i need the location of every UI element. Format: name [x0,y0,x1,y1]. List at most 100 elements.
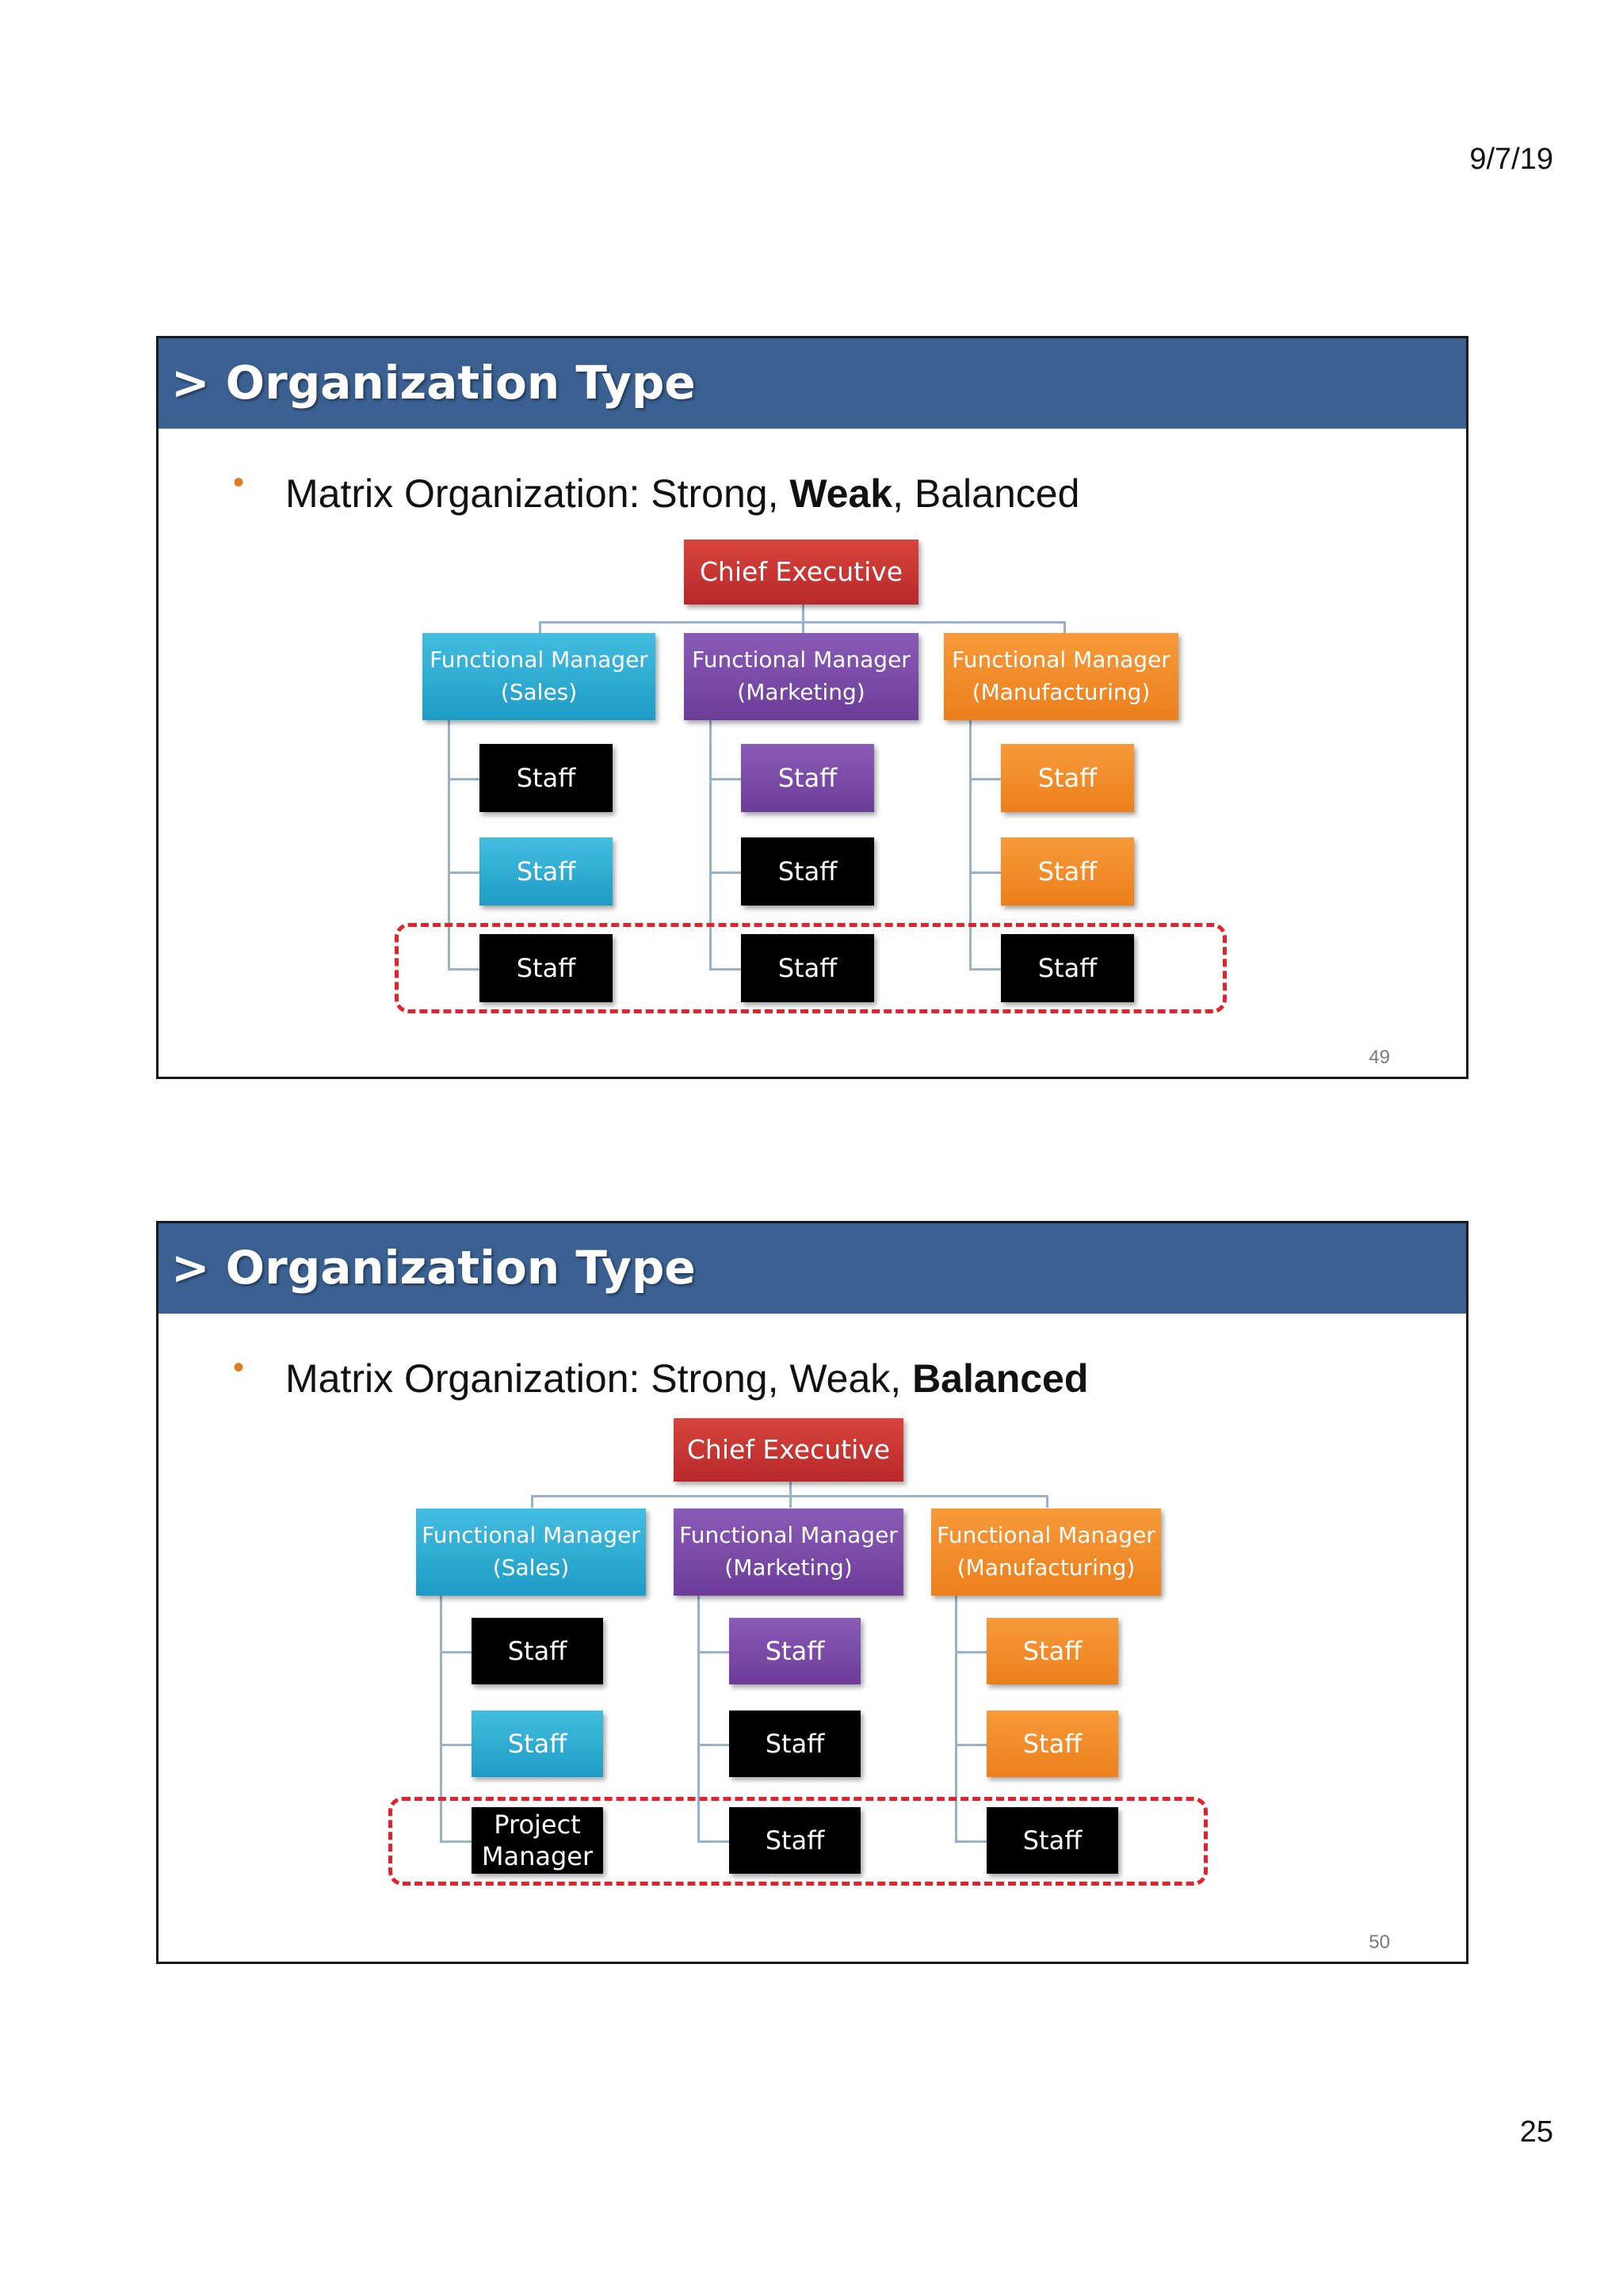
bullet-dot-icon: • [233,1350,245,1385]
connector [789,1481,792,1497]
connector-trunk-marketing [697,1596,700,1843]
connector [709,778,741,780]
slide-50: > Organization Type • Matrix Organizatio… [156,1221,1468,1964]
bullet-text-prefix: Matrix Organization: Strong, Weak, [285,1356,913,1401]
staff-box: Staff [729,1807,861,1874]
staff-label: Staff [507,1635,567,1666]
slide-number: 49 [1369,1047,1390,1068]
connector-trunk-manufacturing [969,720,972,971]
bullet-text: Matrix Organization: Strong, Weak, Balan… [285,1355,1088,1402]
staff-box: Staff [741,934,874,1002]
page-date: 9/7/19 [1469,143,1553,176]
connector [440,1651,472,1653]
staff-box: Staff [729,1711,861,1777]
manager-dept: (Sales) [492,1554,570,1581]
manager-title: Functional Manager [430,646,648,673]
staff-box: Staff [472,1711,603,1777]
bullet-text-bold: Balanced [912,1356,1089,1401]
staff-box: Staff [479,934,613,1002]
connector [955,1744,987,1746]
slide-header: > Organization Type [158,1223,1466,1314]
connector [955,1651,987,1653]
connector [969,871,1001,874]
connector [802,621,804,635]
staff-box: Staff [479,744,613,812]
chief-executive-box: Chief Executive [674,1418,903,1482]
connector-trunk-sales [448,720,450,971]
slide-title: > Organization Type [171,1241,696,1295]
staff-box: Staff [1001,837,1134,906]
manager-title: Functional Manager [679,1522,898,1549]
staff-label: Staff [507,1728,567,1759]
functional-manager-manufacturing-box: Functional Manager (Manufacturing) [944,633,1178,720]
connector-trunk-manufacturing [955,1596,957,1843]
connector [697,1651,729,1653]
connector [440,1744,472,1746]
staff-label: Staff [777,952,838,983]
project-manager-label-line: Project [494,1810,581,1840]
manager-title: Functional Manager [692,646,911,673]
staff-label: Staff [1037,952,1098,983]
functional-manager-sales-box: Functional Manager (Sales) [416,1508,646,1596]
chief-executive-box: Chief Executive [684,540,918,605]
chief-executive-label: Chief Executive [699,556,903,588]
connector-trunk-sales [440,1596,442,1843]
connector [802,604,804,623]
functional-manager-marketing-box: Functional Manager (Marketing) [674,1508,903,1596]
connector-trunk-marketing [709,720,712,971]
staff-label: Staff [777,762,838,793]
slide-header: > Organization Type [158,338,1466,429]
functional-manager-sales-box: Functional Manager (Sales) [422,633,655,720]
staff-label: Staff [516,856,576,887]
staff-label: Staff [765,1825,825,1855]
connector [709,968,741,971]
connector [539,621,541,635]
connector [697,1744,729,1746]
functional-manager-marketing-box: Functional Manager (Marketing) [684,633,918,720]
connector [969,778,1001,780]
staff-box: Staff [1001,744,1134,812]
manager-dept: (Marketing) [724,1554,853,1581]
highlight-dashed-box [388,1797,1208,1886]
staff-box: Staff [987,1711,1118,1777]
connector [789,1495,792,1508]
chief-executive-label: Chief Executive [686,1434,891,1466]
connector [531,1495,533,1508]
bullet-text-suffix: , Balanced [892,471,1080,516]
connector [448,968,479,971]
slide-number: 50 [1369,1932,1390,1953]
staff-label: Staff [1037,856,1098,887]
staff-label: Staff [777,856,838,887]
connector [955,1840,987,1843]
staff-label: Staff [765,1635,825,1666]
connector [440,1840,472,1843]
staff-box: Staff [987,1618,1118,1684]
project-manager-box: Project Manager [472,1807,603,1874]
manager-dept: (Sales) [500,679,578,705]
staff-box: Staff [1001,934,1134,1002]
slide-49: > Organization Type • Matrix Organizatio… [156,336,1468,1079]
project-manager-label-line: Manager [481,1841,594,1871]
staff-label: Staff [516,952,576,983]
staff-label: Staff [765,1728,825,1759]
manager-title: Functional Manager [937,1522,1155,1549]
connector [448,778,479,780]
bullet-text-bold: Weak [789,471,893,516]
staff-box: Staff [729,1618,861,1684]
page-number: 25 [1519,2115,1553,2149]
bullet-text-prefix: Matrix Organization: Strong, [285,471,790,516]
staff-box: Staff [987,1807,1118,1874]
bullet-text: Matrix Organization: Strong, Weak, Balan… [285,470,1079,517]
staff-label: Staff [1037,762,1098,793]
staff-box: Staff [741,837,874,906]
bullet-dot-icon: • [233,465,245,500]
staff-label: Staff [516,762,576,793]
manager-dept: (Manufacturing) [957,1554,1136,1581]
connector [709,871,741,874]
connector [969,968,1001,971]
functional-manager-manufacturing-box: Functional Manager (Manufacturing) [931,1508,1161,1596]
connector [1046,1495,1048,1508]
connector [448,871,479,874]
manager-dept: (Marketing) [737,679,865,705]
manager-title: Functional Manager [422,1522,640,1549]
